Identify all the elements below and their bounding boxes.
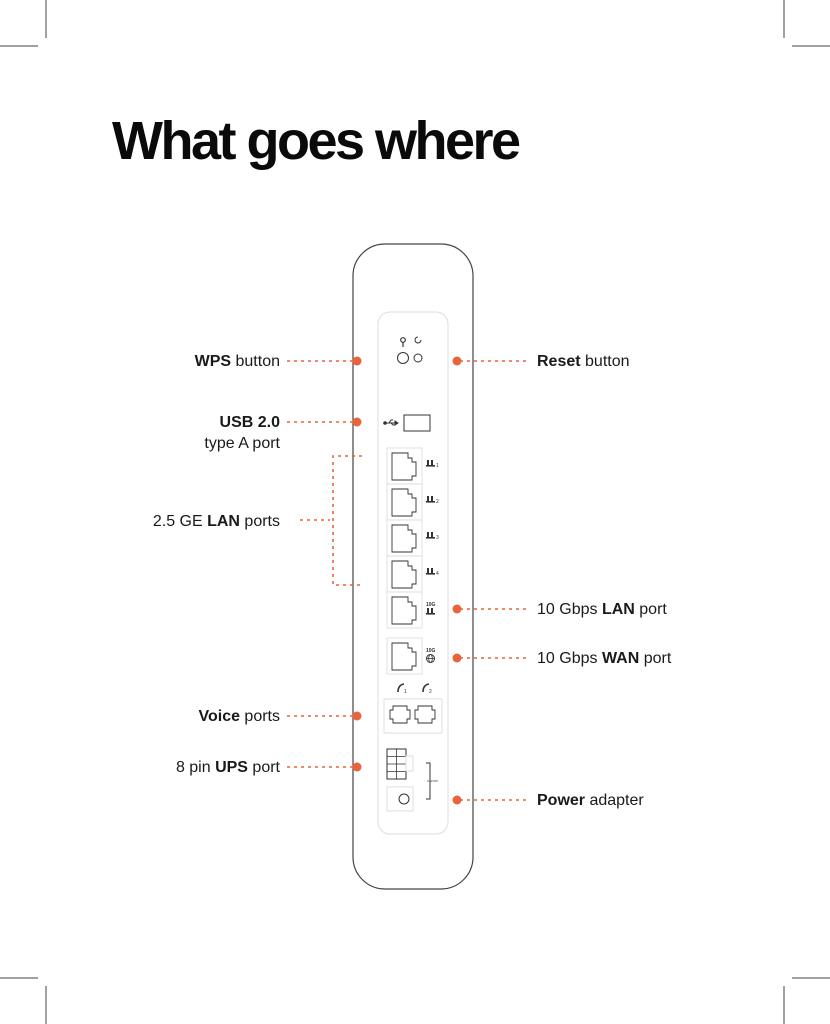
lan10-dot <box>452 604 462 614</box>
lan-port-1-socket <box>391 452 417 481</box>
voice-port-1 <box>389 705 411 724</box>
ups-pins <box>387 749 406 779</box>
wps-dot <box>352 356 362 366</box>
wps-icon <box>400 337 406 347</box>
voice-label: Voice ports <box>198 708 280 725</box>
globe-icon: 10G <box>426 648 436 663</box>
network-icon-4: 4 <box>426 568 439 577</box>
reset-button <box>413 353 423 363</box>
lan-callout-bracket <box>332 455 362 586</box>
callout-dots <box>352 356 462 805</box>
usb-icon <box>383 419 399 426</box>
wan10-port-frame <box>386 637 423 675</box>
lan-number: 3 <box>436 535 439 541</box>
phone-icon-1: 1 <box>397 683 407 695</box>
reset-icon <box>414 336 422 344</box>
power-switch <box>426 762 431 800</box>
page-title: What goes where <box>112 111 521 171</box>
usb-port <box>403 414 431 432</box>
voice-dot <box>352 711 362 721</box>
power-switch-marking: ON/OFF <box>427 779 438 783</box>
wan10-label: 10 Gbps WAN port <box>537 650 672 667</box>
lan-number: 1 <box>436 463 439 469</box>
lan-number: 4 <box>436 571 439 577</box>
callout-lines <box>287 360 528 801</box>
voice-port-2 <box>414 705 436 724</box>
lan-port-3-socket <box>391 524 417 553</box>
power-dot <box>452 795 462 805</box>
wps-button <box>397 352 409 364</box>
voice-number: 2 <box>429 689 432 695</box>
usb-dot <box>352 417 362 427</box>
lan-number: 2 <box>436 499 439 505</box>
router-body <box>352 243 474 890</box>
lan-port-2-socket <box>391 488 417 517</box>
voice-port-frame <box>383 698 443 734</box>
ups-port-frame <box>405 755 414 772</box>
lan-port-4-socket <box>391 560 417 589</box>
lan10-label: 10 Gbps LAN port <box>537 601 667 618</box>
power-label: Power adapter <box>537 792 644 809</box>
wps-label: WPS button <box>194 353 280 370</box>
lan25-label: 2.5 GE LAN ports <box>152 513 280 530</box>
lan10-tag: 10G <box>426 602 436 608</box>
ups-label: 8 pin UPS port <box>175 759 280 776</box>
reset-label: Reset button <box>537 353 630 370</box>
wan10-tag: 10G <box>426 648 436 654</box>
power-port <box>398 793 410 805</box>
wan10-dot <box>452 653 462 663</box>
network-icon-10g: 10G <box>426 602 436 615</box>
network-icon-2: 2 <box>426 496 439 505</box>
lan10-port-socket <box>391 596 417 625</box>
network-icon-3: 3 <box>426 532 439 541</box>
phone-icon-2: 2 <box>422 683 432 695</box>
power-port-frame <box>386 786 414 812</box>
voice-number: 1 <box>404 689 407 695</box>
wan10-port-socket <box>391 642 417 671</box>
lan10-port-frame <box>386 591 423 629</box>
lan-icons: 1 2 3 4 10G 10G <box>426 460 439 663</box>
reset-dot <box>452 356 462 366</box>
network-icon-1: 1 <box>426 460 439 469</box>
port-panel <box>377 311 449 835</box>
ups-dot <box>352 762 362 772</box>
